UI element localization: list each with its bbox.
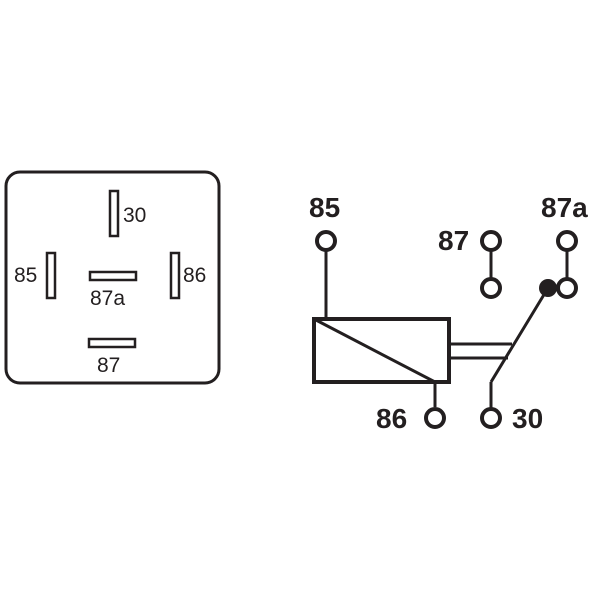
schematic-label-30: 30 xyxy=(512,403,543,434)
footprint-label-87a: 87a xyxy=(90,287,125,310)
footprint-label-85: 85 xyxy=(14,264,37,287)
terminal-85 xyxy=(315,230,337,252)
relay-body-outline xyxy=(4,170,221,385)
footprint-pin-87 xyxy=(87,337,137,349)
footprint-label-86: 86 xyxy=(183,264,206,287)
terminal-87a-contact xyxy=(556,277,578,299)
footprint-pin-86 xyxy=(169,251,181,300)
schematic-label-85: 85 xyxy=(309,192,340,223)
relay-schematic: 85 87 87a 86 30 xyxy=(309,192,588,434)
schematic-label-86: 86 xyxy=(376,403,407,434)
schematic-label-87a: 87a xyxy=(541,192,588,223)
footprint-pin-87a xyxy=(88,270,138,282)
schematic-label-87: 87 xyxy=(438,225,469,256)
coil-diagonal xyxy=(313,317,436,384)
relay-coil xyxy=(312,317,451,384)
footprint-label-30: 30 xyxy=(123,204,146,227)
terminal-30 xyxy=(480,407,502,429)
footprint-label-87: 87 xyxy=(97,354,120,377)
terminal-87-contact xyxy=(480,277,502,299)
terminal-87 xyxy=(480,230,502,252)
footprint-pin-85 xyxy=(45,251,57,300)
terminal-87a xyxy=(556,230,578,252)
switch-pivot-dot xyxy=(539,279,557,297)
switch-arm xyxy=(489,287,550,383)
footprint-pin-30 xyxy=(108,189,120,238)
terminal-86 xyxy=(424,407,446,429)
relay-footprint: 30 85 86 87a 87 xyxy=(4,170,221,385)
